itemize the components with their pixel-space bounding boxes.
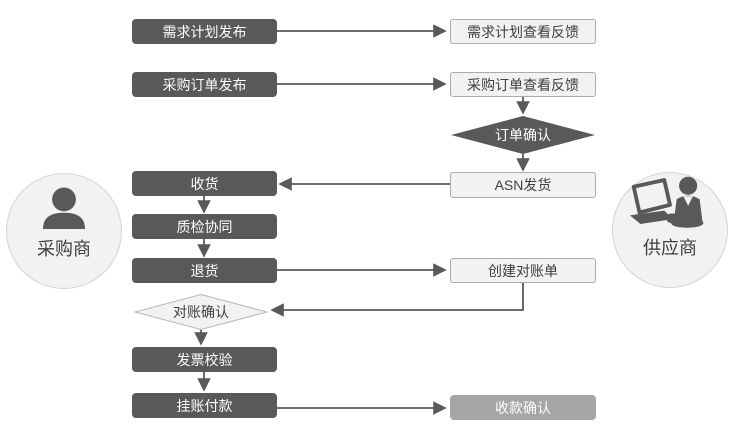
person-laptop-icon [628, 176, 712, 228]
node-label: 退货 [190, 262, 219, 279]
node-return-goods: 退货 [132, 258, 277, 283]
connector-create-reconciliation-to-reconcile-confirm [270, 283, 524, 317]
actor-buyer: 采购商 [6, 173, 122, 289]
decision-label: 对账确认 [173, 304, 229, 320]
node-label: 采购订单发布 [162, 76, 247, 93]
node-po-view-feedback: 采购订单查看反馈 [450, 72, 596, 97]
node-asn-shipping: ASN发货 [450, 172, 596, 198]
node-payment-receipt-confirm: 收款确认 [450, 395, 596, 420]
node-label: 收货 [190, 175, 219, 192]
node-label: 质检协同 [176, 218, 233, 235]
actor-supplier: 供应商 [612, 172, 728, 288]
node-label: ASN发货 [494, 177, 552, 193]
node-invoice-verification: 发票校验 [132, 347, 277, 372]
diamond-shape [134, 294, 268, 330]
actor-supplier-label: 供应商 [643, 238, 697, 258]
node-demand-plan-view-feedback: 需求计划查看反馈 [450, 19, 596, 44]
diamond-shape [451, 116, 595, 154]
node-booked-payment: 挂账付款 [132, 393, 277, 418]
decision-order-confirm: 订单确认 [451, 116, 595, 154]
decision-reconciliation-confirm: 对账确认 [134, 294, 268, 330]
decision-label: 订单确认 [495, 127, 551, 143]
node-label: 收款确认 [495, 399, 551, 416]
node-label: 发票校验 [176, 351, 233, 368]
node-label: 需求计划发布 [162, 23, 247, 40]
node-label: 挂账付款 [176, 397, 233, 414]
actor-buyer-label: 采购商 [37, 239, 91, 259]
node-po-publish: 采购订单发布 [132, 72, 277, 97]
node-quality-inspection-collab: 质检协同 [132, 214, 277, 239]
node-label: 创建对账单 [488, 262, 558, 279]
node-label: 采购订单查看反馈 [467, 76, 579, 93]
node-create-reconciliation: 创建对账单 [450, 258, 596, 283]
node-demand-plan-publish: 需求计划发布 [132, 19, 277, 44]
node-receive-goods: 收货 [132, 171, 277, 196]
node-label: 需求计划查看反馈 [467, 23, 579, 40]
person-icon [41, 185, 87, 229]
